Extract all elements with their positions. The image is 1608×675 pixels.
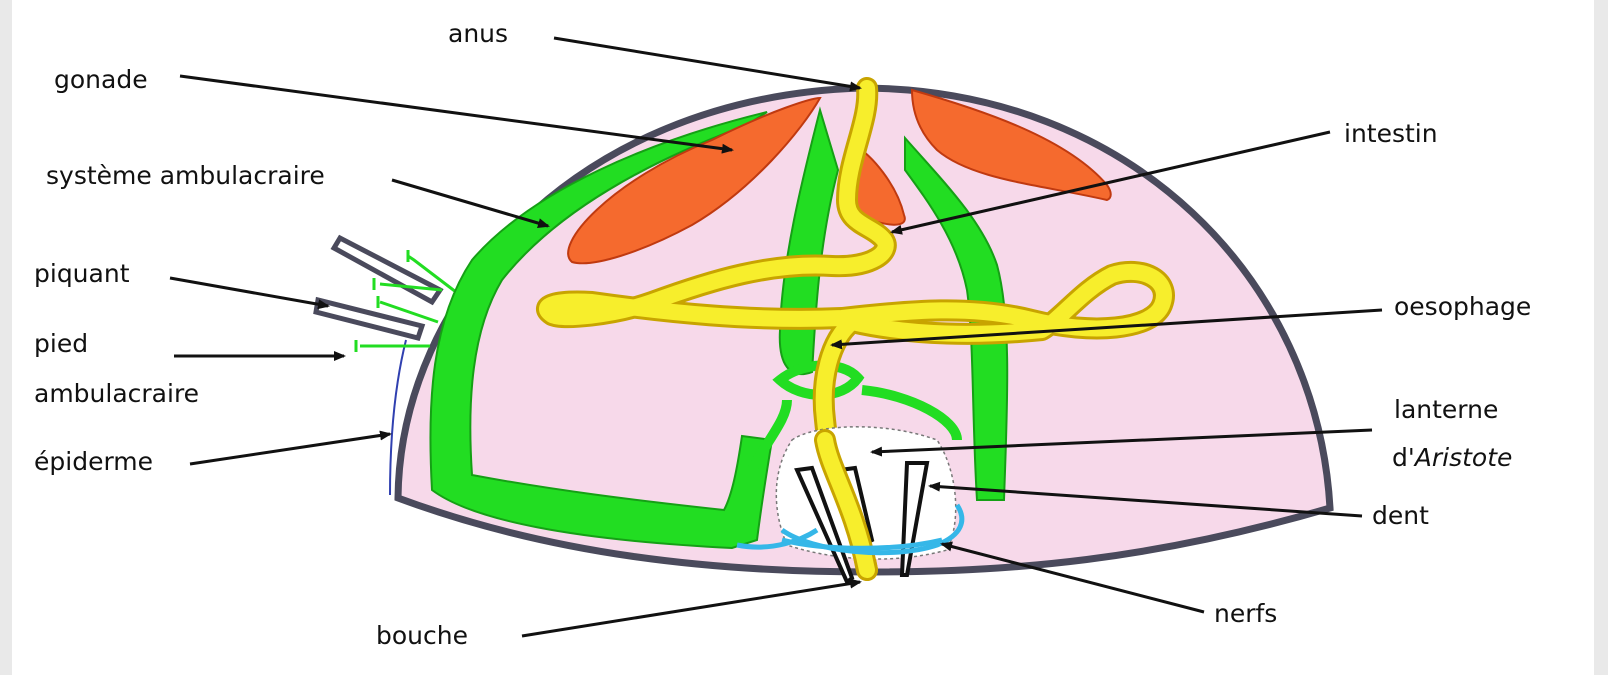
sea-urchin-anatomy-diagram: anus gonade système ambulacraire piquant… [12, 0, 1594, 675]
label-systeme-ambulacraire: système ambulacraire [46, 161, 325, 190]
label-anus: anus [448, 19, 508, 48]
label-nerfs: nerfs [1214, 599, 1277, 628]
label-intestin: intestin [1344, 119, 1438, 148]
label-bouche: bouche [376, 621, 468, 650]
label-aristote: d'Aristote [1392, 443, 1512, 472]
label-aristote-name: Aristote [1413, 443, 1513, 472]
label-epiderme: épiderme [34, 447, 153, 476]
diagram-frame: anus gonade système ambulacraire piquant… [12, 0, 1594, 675]
label-pied-ambulacraire: ambulacraire [34, 379, 199, 408]
label-piquant: piquant [34, 259, 130, 288]
label-oesophage: oesophage [1394, 292, 1531, 321]
label-gonade: gonade [54, 65, 148, 94]
label-aristote-prefix: d' [1392, 443, 1415, 472]
label-pied: pied [34, 329, 88, 358]
label-lanterne: lanterne [1394, 395, 1498, 424]
label-dent: dent [1372, 501, 1429, 530]
